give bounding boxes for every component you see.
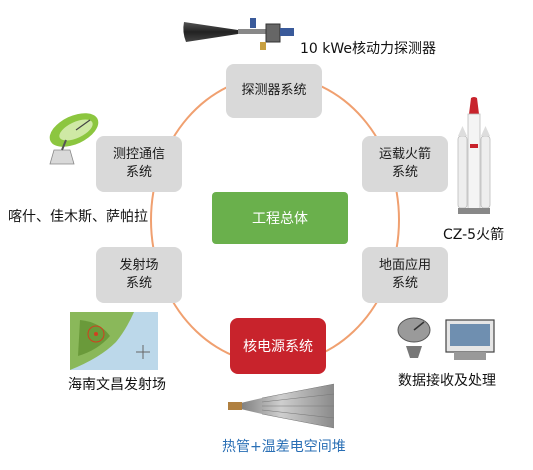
tracking-antenna-illustration — [49, 113, 99, 165]
caption-tracking: 喀什、佳木斯、萨帕拉 — [8, 209, 148, 225]
data-receiving-illustration — [397, 317, 495, 360]
center-label: 工程总体 — [252, 211, 308, 227]
caption-power: 热管+温差电空间堆 — [222, 439, 346, 455]
node-tracking-label-1: 测控通信 — [112, 147, 165, 162]
space-reactor-illustration — [228, 383, 335, 429]
spacecraft-illustration — [183, 18, 294, 50]
node-launch-site-system: 发射场 系统 — [96, 247, 182, 303]
caption-ground: 数据接收及处理 — [398, 373, 496, 389]
node-rocket-label-2: 系统 — [391, 165, 418, 180]
caption-detector: 10 kWe核动力探测器 — [300, 41, 437, 57]
node-rocket-system: 运载火箭 系统 — [362, 136, 448, 192]
node-ground-system: 地面应用 系统 — [362, 247, 448, 303]
node-tracking-label-2: 系统 — [125, 165, 152, 180]
wenchang-map-illustration — [70, 312, 158, 370]
node-ground-label-1: 地面应用 — [378, 258, 431, 273]
node-detector-system: 探测器系统 — [226, 64, 322, 118]
caption-rocket: CZ-5火箭 — [443, 227, 505, 243]
cz5-rocket-illustration — [457, 97, 491, 214]
node-detector-label: 探测器系统 — [241, 83, 307, 98]
node-tracking-system: 测控通信 系统 — [96, 136, 182, 192]
center-engineering-overall: 工程总体 — [212, 192, 348, 244]
caption-launch: 海南文昌发射场 — [68, 377, 166, 393]
node-power-label: 核电源系统 — [243, 339, 313, 355]
node-rocket-label-1: 运载火箭 — [378, 147, 431, 162]
node-ground-label-2: 系统 — [391, 276, 418, 291]
node-nuclear-power-system: 核电源系统 — [230, 318, 326, 374]
node-launch-label-2: 系统 — [125, 276, 152, 291]
node-launch-label-1: 发射场 — [119, 258, 159, 273]
